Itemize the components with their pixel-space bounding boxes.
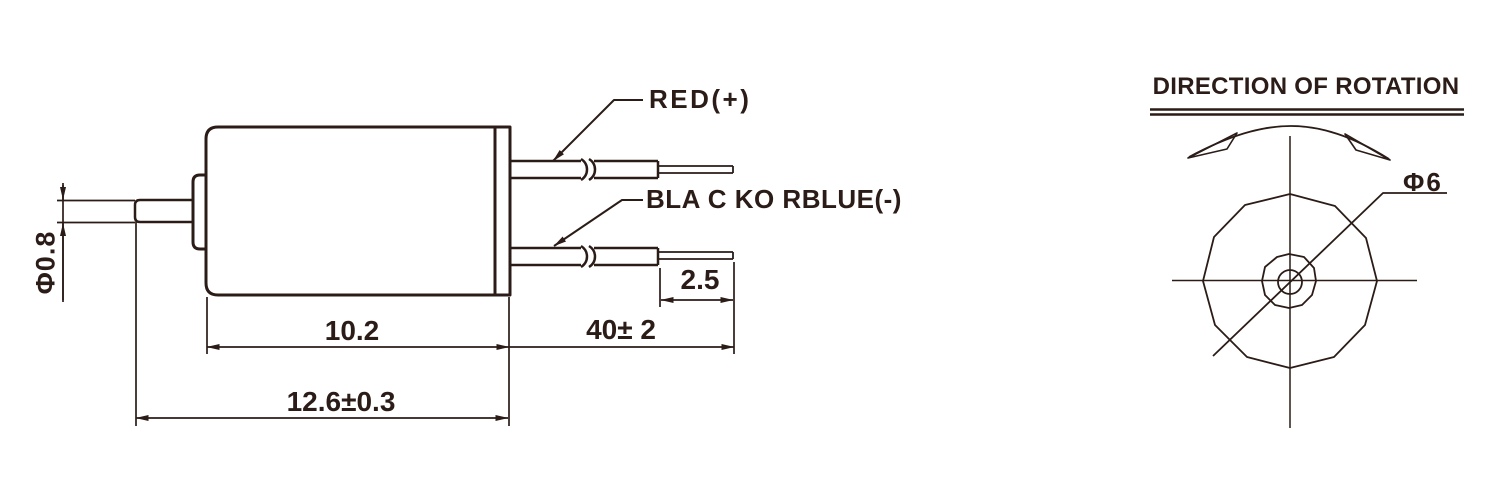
inner-ring-polygon xyxy=(1261,253,1317,309)
black-wire-label: BLA C KO RBLUE(-) xyxy=(646,184,902,214)
red-wire-label: RED(+) xyxy=(649,84,752,114)
dim-overall-length: 12.6±0.3 xyxy=(286,386,396,417)
rotation-arrowheads xyxy=(1187,132,1391,161)
shaft-circle xyxy=(1277,269,1303,295)
wire-leader-lines xyxy=(552,99,643,247)
motor-can-polygon xyxy=(1202,193,1378,369)
direction-of-rotation-title: DIRECTION OF ROTATION xyxy=(1152,73,1460,100)
dim-lead-length: 40± 2 xyxy=(586,314,656,345)
ink-group xyxy=(57,99,1464,428)
crosshair-lines xyxy=(1172,136,1417,428)
dimension-lines xyxy=(57,183,735,426)
title-double-underline xyxy=(1150,108,1464,116)
dim-can-diameter: Φ6 xyxy=(1403,167,1443,197)
dim-shaft-diameter: Φ0.8 xyxy=(30,230,61,295)
motor-shaft xyxy=(133,198,193,224)
motor-body-outline xyxy=(191,125,512,297)
motor-wires xyxy=(510,157,734,269)
dim-body-length: 10.2 xyxy=(324,315,380,346)
phi6-leader-line xyxy=(1212,192,1447,357)
end-view-linework xyxy=(1150,108,1464,428)
dim-lead-bare-length: 2.5 xyxy=(680,264,720,295)
